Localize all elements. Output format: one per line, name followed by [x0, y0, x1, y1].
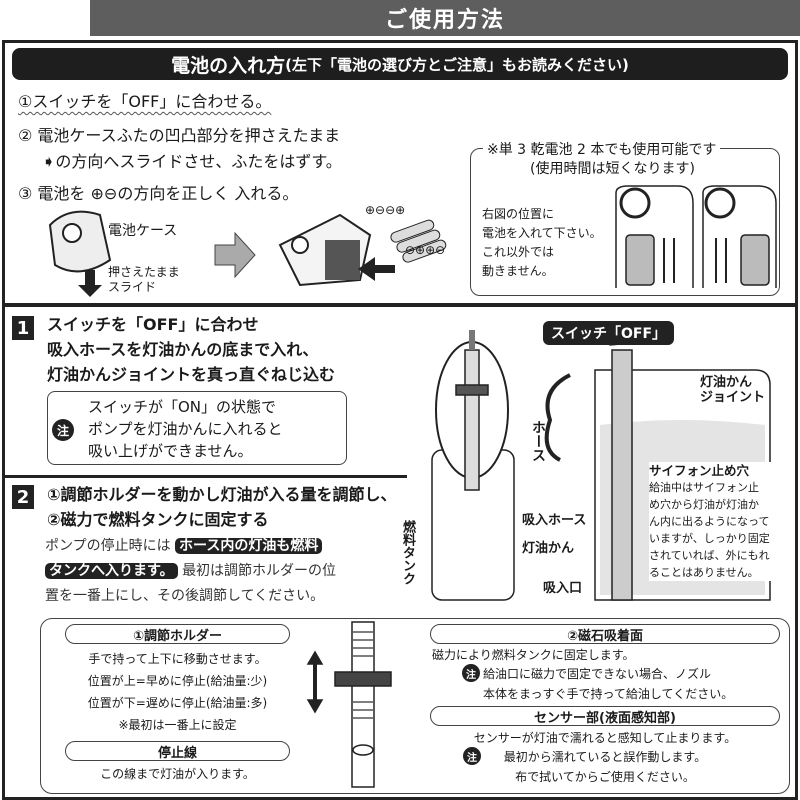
- holder-line: ※最初は一番上に設定: [118, 718, 237, 732]
- instruction-frame: [2, 40, 798, 800]
- slide-label-1: 押さえたまま: [108, 265, 180, 279]
- right-arrow-icon: [214, 231, 256, 279]
- aa-body-line: これ以外では: [482, 245, 555, 259]
- body-text: ポンプの停止時には: [45, 538, 171, 554]
- siphon-line: いますが、しっかり固定: [649, 532, 770, 545]
- nozzle-detail-illustration: [306, 621, 392, 788]
- magnet-note: 給油口に磁力で固定できない場合、ノズル本体をまっすぐ手で持って給油してください。: [483, 664, 733, 704]
- nozzle-detail-panel: [40, 618, 790, 794]
- body-text: 置を一番上にし、その後調節してください。: [45, 588, 325, 604]
- section-divider: [2, 303, 798, 307]
- magnet-title: ②磁石吸着面: [430, 624, 780, 644]
- aa-body-line: 動きません。: [482, 264, 554, 278]
- caution-icon: 注: [462, 664, 480, 682]
- magnet-body: 磁力により燃料タンクに固定します。: [432, 648, 635, 662]
- battery-step-1: ①スイッチを「OFF」に合わせる。: [18, 92, 272, 111]
- slide-arrow-icon: [78, 270, 102, 297]
- battery-step-2: ② 電池ケースふたの凹凸部分を押さえたまま: [18, 126, 341, 145]
- highlight-text: ホース内の灯油も燃料: [175, 538, 323, 554]
- aa-battery-position-diagram: [615, 185, 777, 288]
- stop-line-body: この線まで灯油が入ります。: [100, 767, 255, 781]
- label-line: 灯油かん: [700, 375, 753, 390]
- holder-line: 位置が下=遅めに停止(給油量:多): [87, 696, 268, 710]
- heading-note: (左下「電池の選び方とご注意」もお読みください): [285, 55, 629, 74]
- siphon-line: されていれば、外にもれ: [649, 549, 770, 562]
- step2-body: ポンプの停止時には ホース内の灯油も燃料 タンクへ入ります。 最初は調節ホルダー…: [45, 534, 336, 609]
- fuel-tank-label: 燃料タンク: [400, 520, 415, 585]
- siphon-line: ることはありません。: [649, 566, 759, 579]
- note-line: 布で拭いてからご使用ください。: [515, 770, 695, 784]
- sensor-title: センサー部(液面感知部): [430, 706, 780, 726]
- highlight-text: タンクへ入ります。: [45, 563, 178, 579]
- warn-line: ポンプを灯油かんに入れると: [88, 420, 283, 438]
- siphon-line: め穴から灯油が灯油か: [649, 498, 759, 511]
- step1-warning-box: [47, 391, 347, 465]
- aa-body-line: 右図の位置に: [482, 207, 555, 221]
- kerosene-can-label: 灯油かん: [522, 541, 575, 556]
- battery-step-2b: ➧の方向へスライドさせ、ふたをはずす。: [42, 152, 342, 171]
- polarity-top: ⊕⊖⊖⊕: [365, 203, 406, 217]
- battery-case-label: 電池ケース: [108, 223, 178, 239]
- siphon-line: 給油中はサイフォン止: [649, 481, 759, 494]
- switch-off-label: スイッチ「OFF」: [543, 321, 675, 345]
- label-line: ジョイント: [700, 390, 766, 405]
- step1-instructions: スイッチを「OFF」に合わせ吸入ホースを灯油かんの底まで入れ、灯油かんジョイント…: [47, 312, 335, 387]
- step-number-2: 2: [12, 485, 34, 509]
- holder-line: 手で持って上下に移動させます。: [88, 652, 267, 666]
- slide-label-2: スライド: [108, 280, 157, 294]
- aa-note-subtitle: (使用時間は短くなります): [530, 161, 695, 177]
- step1-warning-text: スイッチが「ON」の状態でポンプを灯油かんに入れると吸い上げができません。: [88, 396, 283, 462]
- siphon-note: サイフォン止め穴 給油中はサイフォン止め穴から灯油が灯油かん内に出るようになって…: [649, 462, 779, 581]
- aa-note-title: ※単 3 乾電池 2 本でも使用可能です: [483, 139, 721, 159]
- step2-instructions: ①調節ホルダーを動かし灯油が入る量を調節し、 ②磁力で燃料タンクに固定する: [47, 482, 397, 532]
- step2-line: ①調節ホルダーを動かし灯油が入る量を調節し、: [47, 485, 397, 504]
- step1-line: 灯油かんジョイントを真っ直ぐねじ込む: [47, 365, 336, 384]
- battery-section-heading: 電池の入れ方(左下「電池の選び方とご注意」もお読みください): [12, 48, 788, 80]
- warn-line: スイッチが「ON」の状態で: [88, 398, 277, 416]
- aa-body-line: 電池を入れて下さい。: [482, 226, 602, 240]
- note-line: 本体をまっすぐ手で持って給油してください。: [483, 687, 734, 701]
- siphon-title: サイフォン止め穴: [649, 463, 750, 478]
- step1-line: スイッチを「OFF」に合わせ: [47, 315, 259, 334]
- note-line: 最初から濡れていると誤作動します。: [503, 750, 707, 764]
- holder-line: 位置が上=早めに停止(給油量:少): [87, 674, 268, 688]
- stop-line-title: 停止線: [65, 741, 290, 761]
- sensor-body: センサーが灯油で濡れると感知して止まります。: [473, 731, 737, 745]
- heading-text: 電池の入れ方: [171, 54, 286, 77]
- sensor-note: 最初から濡れていると誤作動します。布で拭いてからご使用ください。: [430, 747, 780, 787]
- inlet-label: 吸入口: [543, 581, 583, 596]
- caution-icon: 注: [52, 419, 74, 441]
- page-title: ご使用方法: [90, 0, 800, 36]
- note-line: 給油口に磁力で固定できない場合、ノズル: [483, 667, 712, 681]
- siphon-line: ん内に出るようになって: [649, 515, 770, 528]
- step-number-1: 1: [12, 316, 34, 340]
- step1-line: 吸入ホースを灯油かんの底まで入れ、: [47, 340, 319, 359]
- step2-line: ②磁力で燃料タンクに固定する: [47, 510, 269, 529]
- body-text: 最初は調節ホルダーの位: [182, 563, 337, 579]
- holder-body: 手で持って上下に移動させます。位置が上=早めに停止(給油量:少) 位置が下=遅めに…: [65, 648, 290, 736]
- step-divider: [2, 475, 407, 478]
- holder-title: ①調節ホルダー: [65, 624, 290, 644]
- can-joint-label: 灯油かんジョイント: [700, 375, 765, 405]
- suction-hose-label: 吸入ホース: [522, 513, 587, 528]
- battery-install-illustration: [48, 210, 447, 297]
- polarity-bottom: ⊖⊕⊕⊖: [405, 243, 446, 257]
- battery-step-3: ③ 電池を ⊕⊖の方向を正しく 入れる。: [18, 184, 299, 203]
- caution-icon: 注: [463, 747, 481, 765]
- hose-label: ホース: [530, 420, 546, 462]
- aa-note-body: 右図の位置に電池を入れて下さい。これ以外では動きません。: [482, 205, 602, 281]
- warn-line: 吸い上げができません。: [88, 442, 253, 460]
